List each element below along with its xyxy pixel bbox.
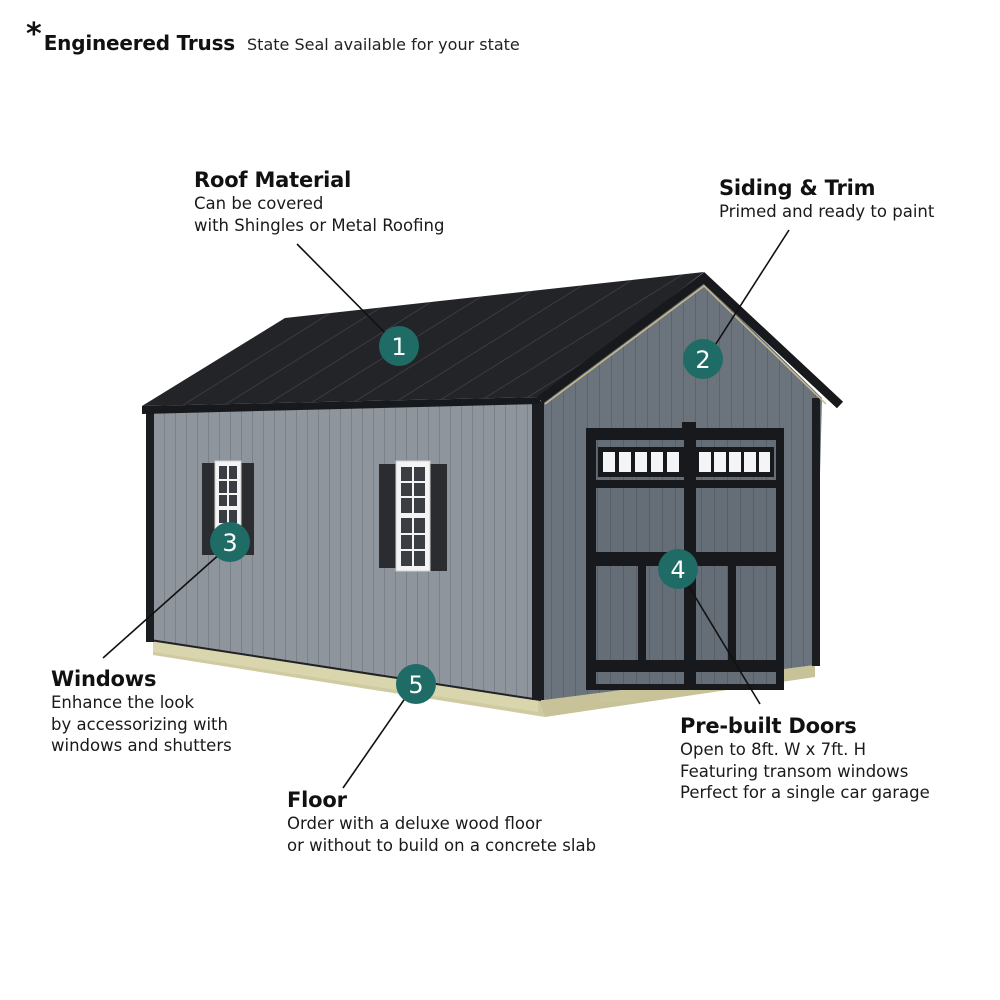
asterisk-mark: * bbox=[26, 17, 42, 52]
svg-text:4: 4 bbox=[670, 556, 685, 584]
svg-text:5: 5 bbox=[408, 671, 423, 699]
leader-line-2 bbox=[711, 229, 790, 351]
callout-line: with Shingles or Metal Roofing bbox=[194, 215, 445, 235]
leader-line-1 bbox=[296, 243, 391, 339]
roof bbox=[142, 272, 844, 414]
marker-4: 4 bbox=[658, 549, 698, 589]
callout-line: Can be covered bbox=[194, 194, 324, 213]
callout-siding-trim: Siding & Trim Primed and ready to paint bbox=[719, 175, 934, 223]
callout-line: Order with a deluxe wood floor bbox=[287, 814, 542, 833]
marker-1: 1 bbox=[379, 326, 419, 366]
leader-lines bbox=[102, 229, 790, 789]
marker-2: 2 bbox=[683, 339, 723, 379]
leader-line-5 bbox=[342, 696, 407, 789]
svg-text:2: 2 bbox=[695, 346, 710, 374]
callout-line: or without to build on a concrete slab bbox=[287, 835, 597, 855]
callout-title: Roof Material bbox=[194, 168, 352, 192]
svg-text:1: 1 bbox=[391, 333, 406, 361]
callout-line: Open to 8ft. W x 7ft. H bbox=[680, 740, 867, 759]
header: * Engineered Truss State Seal available … bbox=[26, 20, 520, 56]
header-title: Engineered Truss bbox=[43, 31, 236, 55]
callout-windows: Windows Enhance the look by accessorizin… bbox=[51, 666, 232, 757]
svg-text:3: 3 bbox=[222, 529, 237, 557]
callout-line: by accessorizing with bbox=[51, 714, 228, 734]
marker-5: 5 bbox=[396, 664, 436, 704]
callout-pre-built-doors: Pre-built Doors Open to 8ft. W x 7ft. H … bbox=[680, 713, 930, 804]
leader-line-3 bbox=[102, 551, 223, 659]
callout-floor: Floor Order with a deluxe wood floor or … bbox=[287, 787, 596, 856]
callout-line: Featuring transom windows bbox=[680, 761, 909, 781]
header-subtitle: State Seal available for your state bbox=[247, 35, 520, 54]
window-right bbox=[379, 460, 447, 572]
callout-line: windows and shutters bbox=[51, 736, 232, 755]
callout-title: Floor bbox=[287, 788, 347, 812]
callout-roof-material: Roof Material Can be covered with Shingl… bbox=[194, 167, 444, 236]
marker-3: 3 bbox=[210, 522, 250, 562]
callout-title: Siding & Trim bbox=[719, 176, 876, 200]
callout-line: Primed and ready to paint bbox=[719, 202, 935, 221]
callout-title: Pre-built Doors bbox=[680, 714, 857, 738]
callout-title: Windows bbox=[51, 667, 157, 691]
callout-line: Enhance the look bbox=[51, 693, 195, 712]
leader-line-4 bbox=[684, 579, 761, 705]
callout-line: Perfect for a single car garage bbox=[680, 783, 930, 802]
